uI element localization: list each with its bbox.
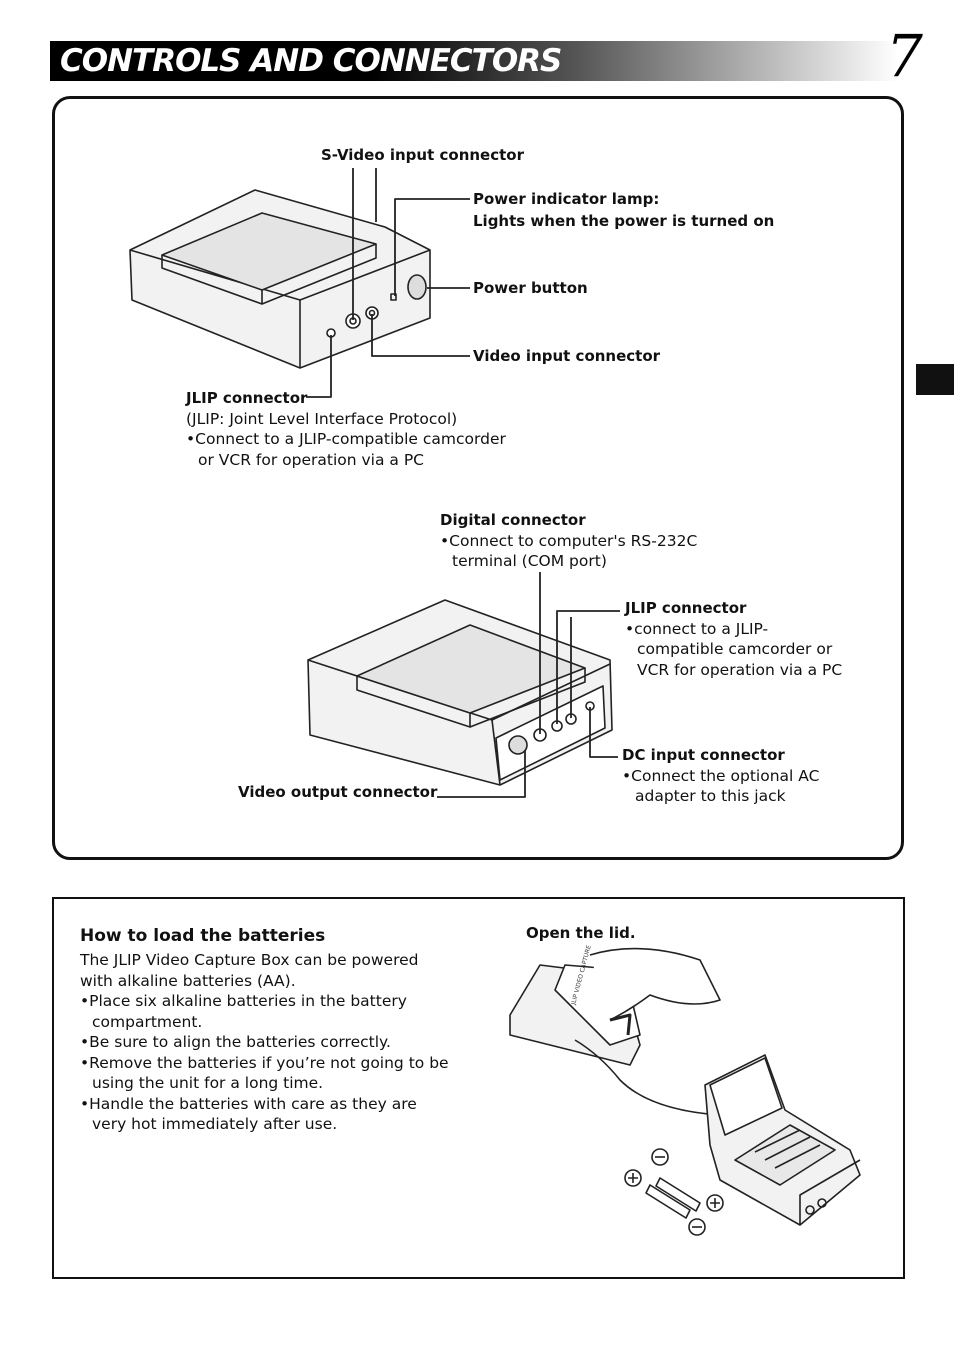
label-power-button: Power button xyxy=(473,279,588,297)
label-digital-connector: Digital connector •Connect to computer's… xyxy=(440,511,698,570)
label-dc-input: DC input connector •Connect the optional… xyxy=(622,746,820,805)
title-bar xyxy=(50,41,898,81)
connectors-panel xyxy=(52,96,904,860)
open-lid-caption: Open the lid. xyxy=(526,924,636,942)
batteries-panel xyxy=(52,897,905,1279)
section-tab xyxy=(916,364,954,395)
batteries-heading: How to load the batteries xyxy=(80,926,326,946)
page-title: CONTROLS AND CONNECTORS xyxy=(60,43,562,79)
label-jlip-front: JLIP connector (JLIP: Joint Level Interf… xyxy=(186,389,506,469)
label-video-output: Video output connector xyxy=(238,783,438,801)
leader-lines xyxy=(306,168,620,798)
label-power-lamp: Power indicator lamp: Lights when the po… xyxy=(473,190,775,230)
label-jlip-rear: JLIP connector •connect to a JLIP- compa… xyxy=(625,599,843,679)
page-number: 7 xyxy=(886,22,923,90)
front-device-illustration xyxy=(129,189,431,369)
batteries-text: The JLIP Video Capture Box can be powere… xyxy=(80,951,449,1133)
label-video-input: Video input connector xyxy=(473,347,661,365)
rear-device-illustration xyxy=(307,599,613,786)
battery-illustration xyxy=(509,947,861,1236)
label-svideo-input: S-Video input connector xyxy=(321,146,524,164)
